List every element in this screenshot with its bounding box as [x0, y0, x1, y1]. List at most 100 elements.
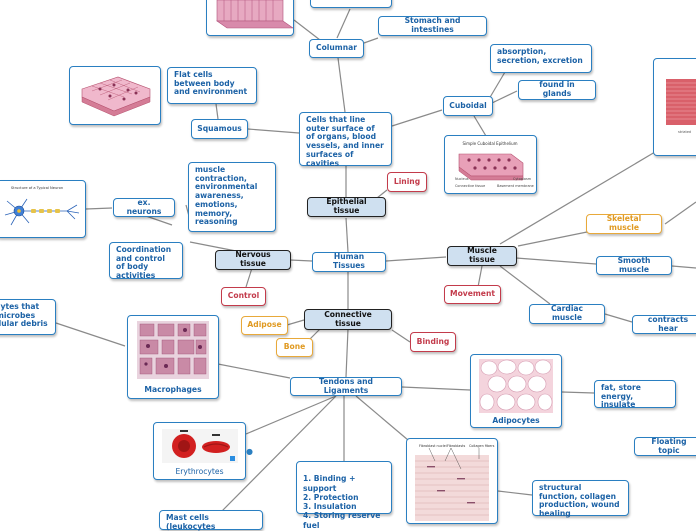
- muscle-contraction-label: muscle contraction, environmental awaren…: [195, 165, 258, 227]
- connector: [477, 265, 483, 288]
- squamous-illustration: [81, 76, 151, 117]
- fat-store-label: fat, store energy, insulate: [601, 383, 641, 410]
- nervous-tissue-node[interactable]: Nervous tissue: [215, 250, 291, 270]
- connector: [561, 391, 595, 394]
- muscle-label: Muscle tissue: [467, 246, 497, 264]
- tendon-label-c: Collagen fibers: [469, 444, 495, 448]
- top-partial-node[interactable]: [310, 0, 392, 8]
- connector: [401, 386, 471, 391]
- binding-node[interactable]: Binding: [410, 332, 456, 352]
- contracts-label: contracts hear: [647, 314, 689, 333]
- binding-label: Binding: [416, 336, 450, 346]
- smooth-muscle-node[interactable]: Smooth muscle: [596, 256, 672, 275]
- columnar-label: Columnar: [316, 43, 357, 53]
- stomach-intestines-node[interactable]: Stomach and intestines: [378, 16, 487, 36]
- skeletal-muscle-node[interactable]: Skeletal muscle: [586, 214, 662, 234]
- smooth-label: Smooth muscle: [617, 255, 651, 274]
- connector: [336, 8, 351, 39]
- adipocytes-illustration: [479, 359, 553, 413]
- connective-tissue-node[interactable]: Connective tissue: [304, 309, 392, 330]
- mast-cells-label: Mast cells (leukocytes: [166, 513, 216, 531]
- cardiac-muscle-node[interactable]: Cardiac muscle: [529, 304, 605, 324]
- neurons-label: ex. neurons: [126, 197, 162, 216]
- neuron-illustration: Structure of a Typical Neuron: [4, 186, 80, 226]
- muscle-contraction-node[interactable]: muscle contraction, environmental awaren…: [188, 162, 276, 232]
- control-node[interactable]: Control: [221, 287, 266, 306]
- cuboidal-label: Cuboidal: [449, 100, 487, 110]
- floating-topic-node[interactable]: Floating topic: [634, 437, 696, 456]
- lining-node[interactable]: Lining: [387, 172, 427, 192]
- bone-node[interactable]: Bone: [276, 338, 313, 357]
- cuboidal-ct-label: Connective tissue: [455, 184, 485, 188]
- stomach-label: Stomach and intestines: [404, 16, 461, 34]
- fat-store-node[interactable]: fat, store energy, insulate: [594, 380, 676, 410]
- cuboidal-image-title: Simple Cuboidal Epithelium: [462, 141, 517, 146]
- cuboidal-nucleus-label: Nucleus: [455, 177, 469, 181]
- squamous-node[interactable]: Squamous: [191, 119, 248, 139]
- tendons-ligaments-node[interactable]: Tendons and Ligaments: [290, 377, 402, 396]
- connector: [499, 151, 656, 245]
- connector: [221, 395, 337, 512]
- human-tissues-label: Human Tissues: [333, 252, 365, 270]
- movement-node[interactable]: Movement: [444, 285, 501, 304]
- tendon-image: Fibroblast nuclei Fibroblasts Collagen f…: [406, 438, 498, 524]
- connector: [55, 322, 126, 347]
- flat-cells-node[interactable]: Flat cells between body and environment: [167, 67, 257, 104]
- tendon-label-b: Fibroblasts: [447, 444, 465, 448]
- mast-cells-node[interactable]: Mast cells (leukocytes: [159, 510, 263, 531]
- connector: [293, 19, 321, 41]
- connector: [189, 241, 237, 252]
- muscle-tissue-node[interactable]: Muscle tissue: [447, 246, 517, 266]
- bone-label: Bone: [283, 342, 306, 352]
- cells-line-label: Cells that line outer surface of of orga…: [306, 115, 384, 168]
- connector: [517, 231, 588, 247]
- connector: [217, 363, 291, 379]
- erythrocytes-caption: Erythrocytes: [175, 467, 224, 476]
- connector: [497, 490, 533, 496]
- connector: [215, 103, 219, 120]
- connector: [491, 90, 518, 104]
- absorption-node[interactable]: absorption, secretion, excretion: [490, 44, 592, 73]
- coordination-label: Coordination and control of body activit…: [116, 245, 172, 281]
- connector: [488, 71, 506, 100]
- connector: [345, 217, 349, 253]
- globe-icon[interactable]: ●: [246, 447, 253, 456]
- structural-node[interactable]: structural function, collagen production…: [532, 480, 629, 519]
- macrophages-image: Macrophages: [127, 315, 219, 399]
- tendon-illustration: Fibroblast nuclei Fibroblasts Collagen f…: [415, 444, 495, 521]
- movement-label: Movement: [450, 289, 495, 299]
- glands-label: found in glands: [539, 80, 575, 98]
- contracts-heart-node[interactable]: contracts hear: [632, 315, 696, 334]
- columnar-node[interactable]: Columnar: [309, 39, 364, 58]
- connector: [376, 189, 388, 199]
- connective-label: Connective tissue: [324, 309, 372, 328]
- neuron-image: Structure of a Typical Neuron: [0, 180, 86, 238]
- erythrocytes-illustration: [162, 429, 238, 463]
- glands-node[interactable]: found in glands: [518, 80, 596, 100]
- human-tissues-node[interactable]: Human Tissues: [312, 252, 386, 272]
- connector: [473, 115, 487, 137]
- connector: [245, 395, 337, 435]
- floating-topic-label: Floating topic: [651, 436, 687, 455]
- connector: [145, 215, 173, 226]
- lining-label: Lining: [393, 176, 421, 186]
- control-label: Control: [227, 291, 260, 301]
- neurons-node[interactable]: ex. neurons: [113, 198, 175, 217]
- tendons-label: Tendons and Ligaments: [319, 376, 373, 395]
- functions-node[interactable]: 1. Binding + support 2. Protection 3. In…: [296, 461, 392, 530]
- cuboidal-node[interactable]: Cuboidal: [443, 96, 493, 116]
- connector-lines: [55, 8, 696, 512]
- squamous-epithelium-image: [69, 66, 161, 125]
- structural-label: structural function, collagen production…: [539, 483, 620, 519]
- phagocytes-node[interactable]: cytes that microbes llular debris: [0, 299, 56, 335]
- epithelial-tissue-node[interactable]: Epithelial tissue: [307, 197, 386, 217]
- connector: [286, 319, 305, 326]
- coordination-node[interactable]: Coordination and control of body activit…: [109, 242, 183, 281]
- cells-line-node[interactable]: Cells that line outer surface of of orga…: [299, 112, 392, 168]
- adipose-node[interactable]: Adipose: [241, 316, 288, 335]
- neuron-image-title: Structure of a Typical Neuron: [11, 186, 63, 190]
- connector: [245, 267, 253, 288]
- connector: [391, 329, 411, 343]
- connector: [385, 256, 447, 262]
